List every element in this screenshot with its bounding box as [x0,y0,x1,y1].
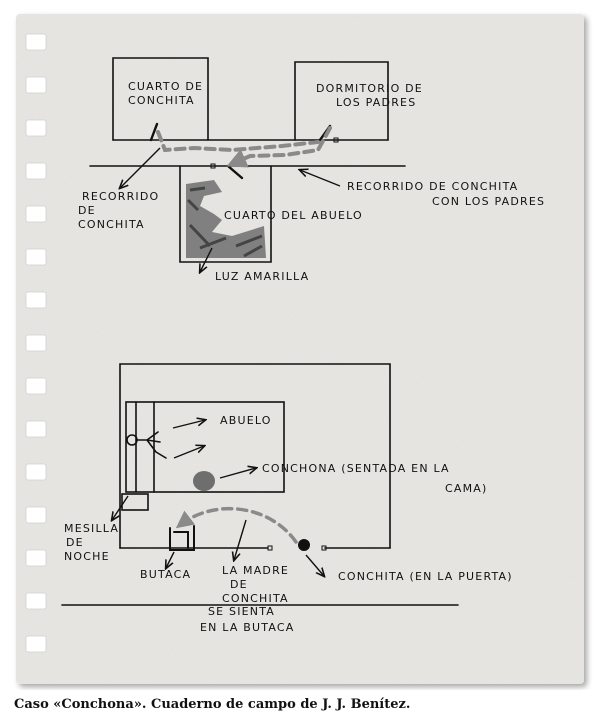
label-luz-amarilla: LUZ AMARILLA [215,270,309,283]
label-mesilla-3: NOCHE [64,550,110,563]
outer-room-walls [119,363,391,549]
label-madre-2: DE [230,578,248,591]
spiral-holes [25,33,47,653]
cama [125,401,285,493]
luz-amarilla-shading [186,180,266,258]
spiral-hole [25,33,47,51]
bottom-labels: ABUELO CONCHONA (SENTADA EN LA CAMA) MES… [64,414,513,634]
arrow-abuelo-1 [172,420,205,429]
recorrido-padres-route [226,126,332,168]
label-madre-1: LA MADRE [222,564,289,577]
door-hinge-2 [210,163,216,169]
arrow-luz [200,247,213,272]
spiral-hole [25,162,47,180]
label-recorrido-3: CONCHITA [78,218,145,231]
arrow-conchona [219,468,256,479]
cuarto-abuelo-walls [179,165,272,263]
arrow-conchita [305,554,324,576]
arrow-madre [234,519,247,560]
label-se-sienta-1: SE SIENTA [208,605,275,618]
label-recorrido-1: RECORRIDO [82,190,159,203]
label-dormitorio-1: DORMITORIO DE [316,82,423,95]
figure-caption: Caso «Conchona». Cuaderno de campo de J.… [14,697,411,712]
top-labels: CUARTO DE CONCHITA DORMITORIO DE LOS PAD… [78,80,545,283]
conchita-marker [298,539,310,551]
arrow-recorrido [120,147,161,188]
label-abuelo: ABUELO [220,414,272,427]
label-butaca: BUTACA [140,568,191,581]
label-recorrido-padres-2: CON LOS PADRES [432,195,545,208]
door-mark-left [267,545,273,551]
spiral-hole [25,291,47,309]
butaca-chair [169,525,195,551]
arrow-recorrido-padres [300,170,341,187]
spiral-hole [25,463,47,481]
label-conchona-2: CAMA) [445,482,488,495]
spiral-hole [25,592,47,610]
spiral-hole [25,205,47,223]
spiral-hole [25,549,47,567]
spiral-hole [25,76,47,94]
bottom-pointer-arrows [112,420,324,576]
spiral-hole [25,635,47,653]
dormitorio-padres-walls [294,61,389,141]
spiral-hole [25,506,47,524]
label-recorrido-padres-1: RECORRIDO DE CONCHITA [347,180,518,193]
door-mark-right [321,545,327,551]
notebook-sheet: CUARTO DE CONCHITA DORMITORIO DE LOS PAD… [16,14,584,684]
mesilla-de-noche [121,493,149,511]
luz-amarilla-hatch [186,186,263,258]
spiral-hole [25,248,47,266]
label-cuarto-conchita-2: CONCHITA [128,94,195,107]
arrow-abuelo-2 [173,446,204,459]
label-cuarto-conchita-1: CUARTO DE [128,80,203,93]
label-cuarto-abuelo: CUARTO DEL ABUELO [224,209,363,222]
label-madre-3: CONCHITA [222,592,289,605]
arrow-butaca [166,551,175,568]
door-abuelo [226,164,244,180]
recorrido-route [156,130,320,153]
label-conchona-1: CONCHONA (SENTADA EN LA [262,462,450,475]
label-mesilla-2: DE [66,536,84,549]
bottom-floor-plan [61,363,459,606]
door-hinge-1 [333,137,339,143]
spiral-hole [25,119,47,137]
arrow-mesilla [112,495,129,520]
label-mesilla-1: MESILLA [64,522,119,535]
spiral-hole [25,334,47,352]
paper-texture [16,14,584,684]
cuarto-conchita-walls [112,57,209,141]
label-conchita-puerta: CONCHITA (EN LA PUERTA) [338,570,513,583]
label-dormitorio-2: LOS PADRES [336,96,416,109]
abuelo-body [136,431,167,459]
door-conchita [149,122,159,142]
conchona-marker [193,471,215,491]
label-se-sienta-2: EN LA BUTACA [200,621,294,634]
madre-route [175,506,298,544]
spiral-hole [25,377,47,395]
spiral-hole [25,420,47,438]
label-recorrido-2: DE [78,204,96,217]
top-pointer-arrows [120,147,341,272]
